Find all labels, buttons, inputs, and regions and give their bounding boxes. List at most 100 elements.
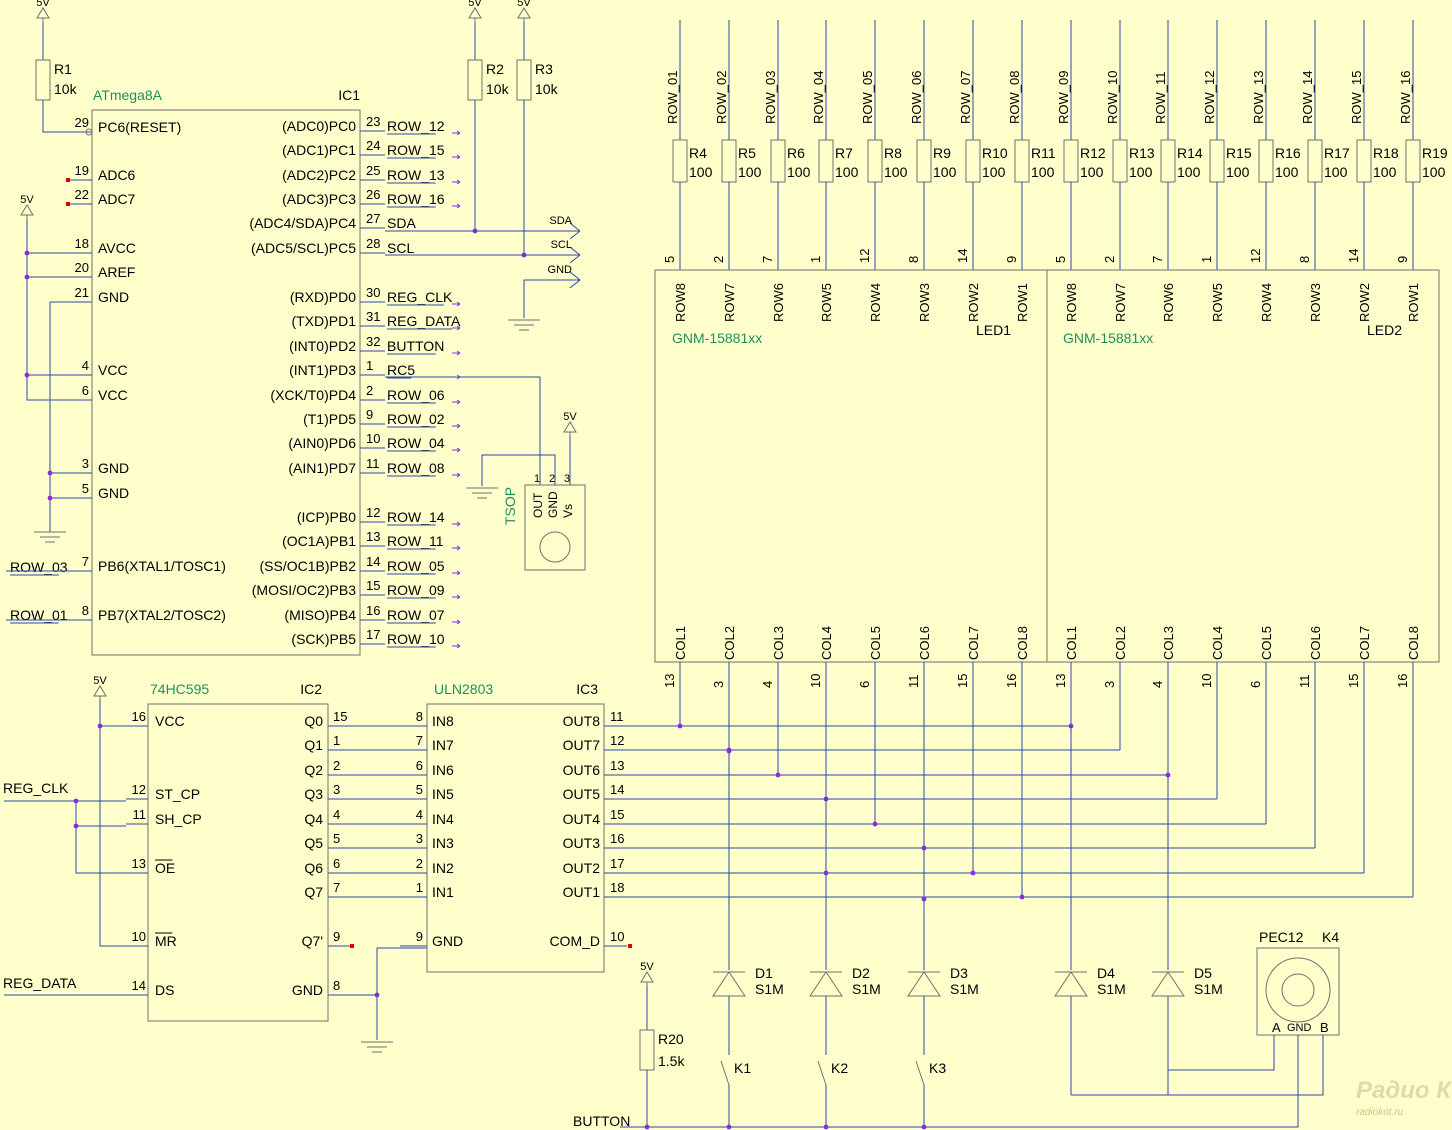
ic3-pin-number: 18: [610, 880, 624, 895]
led-col-pin-name: COL2: [1113, 626, 1128, 660]
ic1-net-arrow: [456, 352, 461, 356]
led-row-pin-number: 9: [1395, 256, 1410, 263]
tsop-pin-name: Vs: [561, 504, 575, 518]
junction-dot: [726, 748, 732, 754]
ic3-pin-name: IN3: [432, 835, 454, 851]
vcc-symbol: [20, 204, 34, 216]
ic1-net-arrow: [456, 325, 461, 329]
ic3-pin-number: 16: [610, 831, 624, 846]
tsop-lens: [539, 531, 571, 563]
led-row-pin-name: ROW7: [722, 283, 737, 322]
vcc-label: 5V: [20, 194, 34, 206]
ic2-pin-name: Q6: [304, 860, 323, 876]
led-row-pin-name: ROW8: [673, 283, 688, 322]
row-net-label: ROW_11: [1153, 72, 1168, 125]
vcc-label: 5V: [468, 0, 482, 9]
r20-value: 1.5k: [658, 1053, 685, 1069]
r1-ref: R1: [54, 61, 72, 77]
ic1-net-label: ROW_09: [387, 582, 445, 598]
key-contact: [720, 1060, 730, 1086]
ic3-ref: IC3: [576, 681, 598, 697]
row-net-label: ROW_16: [1398, 71, 1413, 124]
row-resistor-body: [867, 139, 883, 183]
row-resistor-body: [1063, 139, 1079, 183]
junction-dot: [73, 823, 79, 829]
wire: [42, 100, 85, 133]
led-col-pin-name: COL1: [1064, 626, 1079, 660]
ic1-net-arrow: [456, 570, 461, 574]
row-net-label: ROW_08: [1007, 71, 1022, 124]
encoder-knob-inner: [1281, 973, 1315, 1007]
r20-body: [639, 1029, 655, 1071]
led-row-pin-name: ROW7: [1113, 283, 1128, 322]
led-row-pin-name: ROW6: [771, 283, 786, 322]
tsop-pin-name: GND: [546, 491, 560, 518]
ic3-pin-name: OUT6: [563, 762, 601, 778]
row-resistor-value: 100: [1373, 164, 1397, 180]
i2c-arrow: [569, 222, 581, 232]
led-col-pin-name: COL4: [819, 626, 834, 660]
ic1-net-arrow: [456, 645, 461, 649]
ic1-pin-name: (ADC5/SCL)PC5: [251, 240, 356, 256]
ic1-net-arrow: [456, 154, 461, 158]
ic1-net-arrow: [456, 181, 461, 185]
ic2-pin-name: Q7': [302, 933, 323, 949]
ic1-pin-number: 7: [82, 554, 89, 569]
row-resistor-body: [965, 139, 981, 183]
led-row-pin-number: 9: [1004, 256, 1019, 263]
junction-dot: [644, 1124, 650, 1130]
led-col-pin-name: COL6: [917, 626, 932, 660]
ic2-pin-number: 16: [132, 709, 146, 724]
led-row-pin-number: 1: [1199, 256, 1214, 263]
junction-dot: [823, 1124, 829, 1130]
diode-value: S1M: [950, 981, 979, 997]
row-resistor-ref: R6: [787, 145, 805, 161]
ic1-net-label: ROW_05: [387, 558, 445, 574]
ic1-net-arrow: [456, 572, 461, 576]
ic1-pin-number: 26: [366, 187, 380, 202]
led-row-pin-number: 8: [1297, 256, 1312, 263]
ic1-pin-number: 11: [366, 456, 380, 471]
ic2-pin-name: Q1: [304, 737, 323, 753]
ic3-pin-name: IN2: [432, 860, 454, 876]
ic3-pin-name: IN7: [432, 737, 454, 753]
ic2-pin-number: 14: [132, 978, 146, 993]
ic1-body: [91, 109, 361, 656]
ic1-net-arrow: [456, 130, 461, 134]
row-net-label: ROW_01: [665, 71, 680, 124]
i2c-label: SDA: [549, 215, 572, 227]
ic3-pin-number: 11: [610, 709, 624, 724]
row-resistor-ref: R11: [1031, 145, 1056, 161]
row-resistor-value: 100: [1080, 164, 1104, 180]
ic1-pin-name: (RXD)PD0: [290, 289, 356, 305]
r3-ref: R3: [535, 61, 553, 77]
led-col-pin-number: 13: [662, 674, 677, 688]
ic1-net-arrow: [456, 643, 461, 647]
ic1-pin-name: (MISO)PB4: [284, 607, 356, 623]
ic2-pin-name: Q7: [304, 884, 323, 900]
led-col-pin-name: COL7: [966, 626, 981, 660]
ic1-pin-number: 31: [366, 309, 380, 324]
row-resistor-value: 100: [689, 164, 713, 180]
ic2-pin-name: Q3: [304, 786, 323, 802]
ic1-pin-number: 18: [75, 236, 89, 251]
i2c-arrow: [569, 254, 581, 264]
ic2-pin-name: OE: [155, 860, 175, 876]
diode-ref: D2: [852, 965, 870, 981]
vcc-symbol: [640, 971, 654, 983]
led-col-pin-name: COL4: [1210, 626, 1225, 660]
ic2-pin-name: VCC: [155, 713, 185, 729]
vcc-label: 5V: [640, 961, 654, 973]
ic1-net-arrow: [456, 205, 461, 209]
ic1-net-arrow: [456, 399, 461, 403]
diode-body: [907, 971, 941, 997]
ic1-net-arrow: [456, 521, 461, 525]
led-col-pin-number: 10: [808, 674, 823, 688]
led2-body: [1046, 269, 1440, 663]
r1-value: 10k: [54, 81, 78, 97]
row-resistor-value: 100: [1031, 164, 1055, 180]
ic1-net-arrow: [456, 619, 461, 623]
led2-ref: LED2: [1367, 322, 1402, 338]
led-col-pin-number: 15: [1346, 674, 1361, 688]
ic1-net-label: SCL: [387, 240, 414, 256]
